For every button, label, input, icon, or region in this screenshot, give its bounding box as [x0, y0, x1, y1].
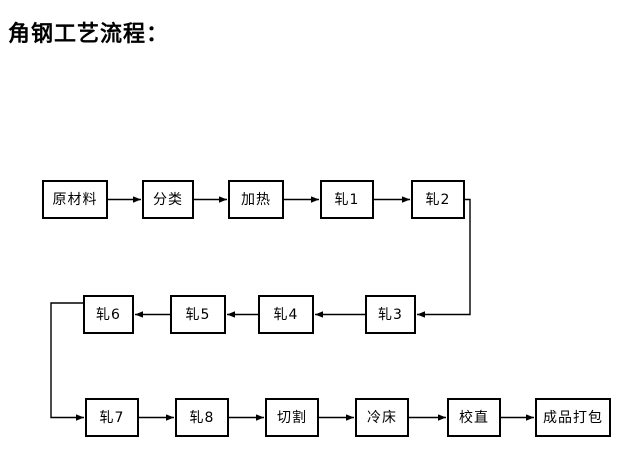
edge-n9-n10 — [50, 302, 84, 421]
node-zha-1[interactable]: 轧1 — [320, 180, 374, 219]
node-jiare[interactable]: 加热 — [228, 180, 284, 219]
node-fenlei[interactable]: 分类 — [142, 180, 194, 219]
node-zha-6[interactable]: 轧6 — [83, 295, 134, 334]
node-zha-3[interactable]: 轧3 — [365, 295, 416, 334]
node-zha-2[interactable]: 轧2 — [411, 180, 465, 219]
edge-n5-n6 — [417, 198, 471, 318]
node-lengchuang[interactable]: 冷床 — [355, 398, 409, 437]
node-yuancailiao[interactable]: 原材料 — [42, 180, 108, 219]
node-zha-5[interactable]: 轧5 — [170, 295, 226, 334]
node-zha-4[interactable]: 轧4 — [258, 295, 314, 334]
node-qiege[interactable]: 切割 — [265, 398, 319, 437]
node-jiaozhi[interactable]: 校直 — [447, 398, 501, 437]
node-chengpindabao[interactable]: 成品打包 — [535, 398, 611, 437]
page-title: 角钢工艺流程： — [8, 22, 170, 47]
node-zha-7[interactable]: 轧7 — [85, 398, 139, 437]
node-zha-8[interactable]: 轧8 — [175, 398, 229, 437]
